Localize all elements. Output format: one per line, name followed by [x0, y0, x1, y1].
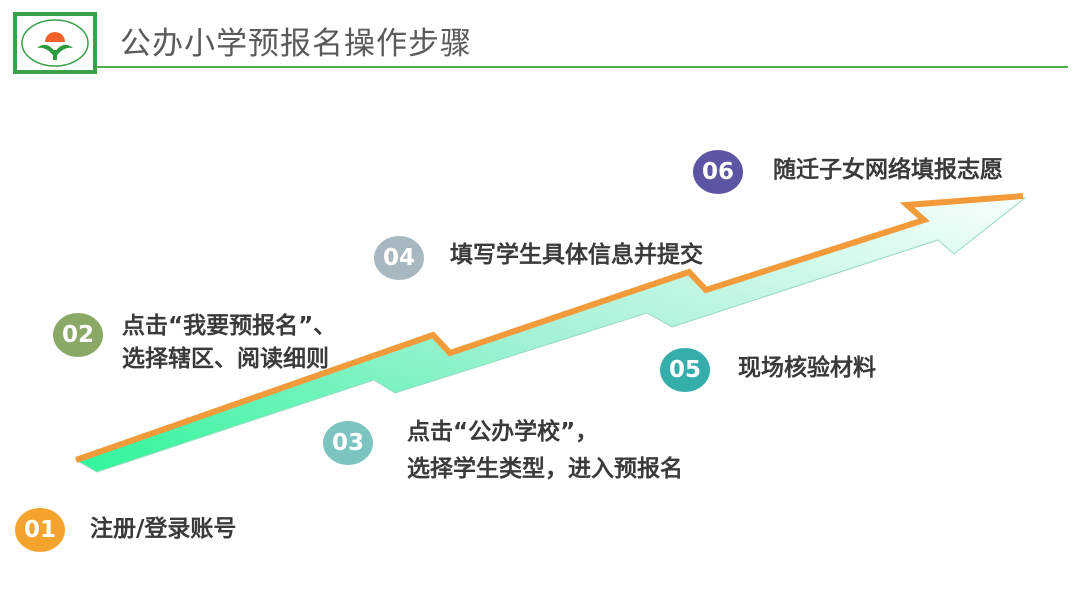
- step-text: 点击“公办学校”，: [407, 419, 599, 445]
- step-number: 06: [701, 159, 734, 185]
- arrow-orange-edge: [75, 193, 1024, 463]
- step-text: 随迁子女网络填报志愿: [773, 157, 1003, 183]
- step-01-label: 注册/登录账号: [90, 513, 236, 546]
- step-number: 01: [23, 517, 56, 543]
- step-03-label: 点击“公办学校”， 选择学生类型，进入预报名: [407, 414, 683, 488]
- step-01-badge: 01: [15, 508, 65, 552]
- step-04-badge: 04: [374, 236, 424, 280]
- page-title: 公办小学预报名操作步骤: [120, 26, 472, 62]
- step-text: 选择辖区、阅读细则: [122, 346, 329, 373]
- school-logo: [13, 12, 97, 74]
- step-text: 选择学生类型，进入预报名: [407, 455, 683, 482]
- step-02-badge: 02: [53, 313, 103, 357]
- header-divider: [96, 66, 1068, 68]
- step-05-badge: 05: [660, 348, 710, 392]
- step-number: 05: [668, 357, 701, 383]
- step-06-label: 随迁子女网络填报志愿: [773, 154, 1003, 187]
- step-05-label: 现场核验材料: [738, 352, 876, 385]
- step-06-badge: 06: [693, 150, 743, 194]
- step-text: 填写学生具体信息并提交: [450, 242, 703, 268]
- step-number: 02: [61, 322, 94, 348]
- step-text: 现场核验材料: [738, 355, 876, 381]
- step-text: 点击“我要预报名”、: [122, 313, 337, 339]
- step-number: 04: [382, 245, 415, 271]
- step-03-badge: 03: [323, 421, 373, 465]
- step-number: 03: [331, 430, 364, 456]
- step-04-label: 填写学生具体信息并提交: [450, 239, 703, 272]
- step-text: 注册/登录账号: [90, 516, 237, 542]
- step-02-label: 点击“我要预报名”、选择辖区、阅读细则: [122, 310, 336, 377]
